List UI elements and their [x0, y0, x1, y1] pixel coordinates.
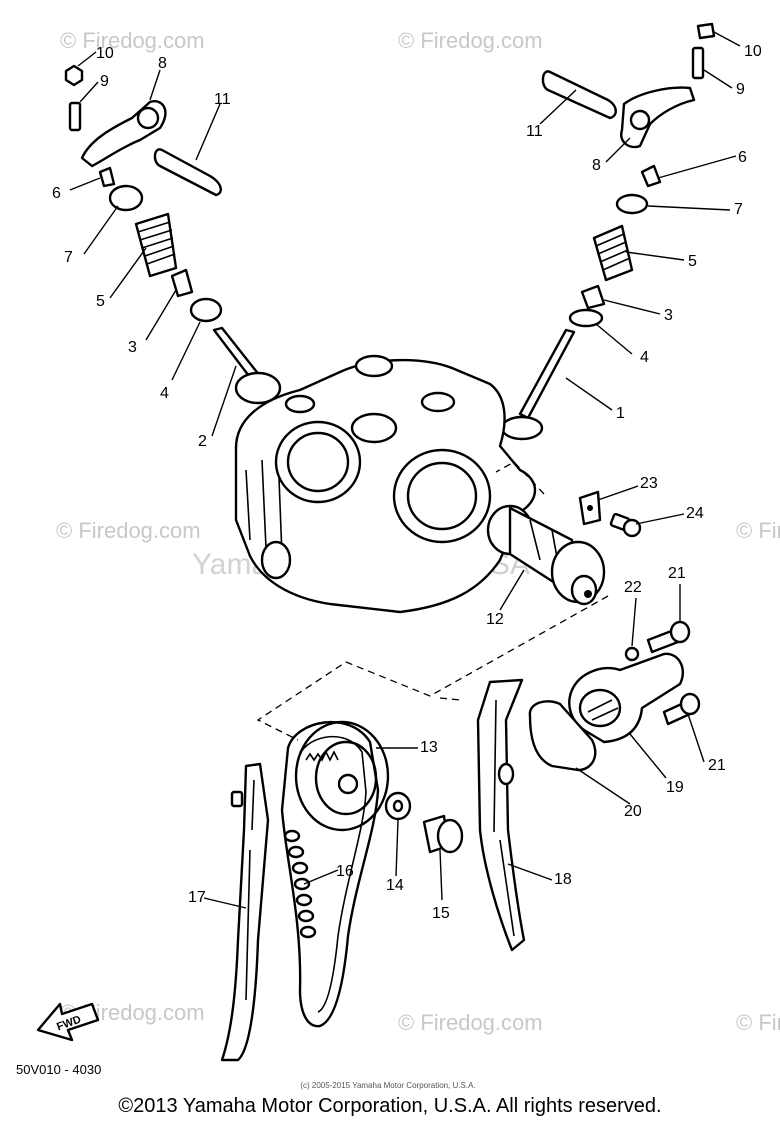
left-valve-train [64, 64, 282, 405]
valve-cotter-part [98, 166, 116, 188]
rocker-arm-bore [629, 109, 651, 131]
valve-cotter-part [640, 164, 662, 188]
callout-4: 4 [640, 349, 649, 366]
fwd-arrow-icon: FWD [36, 1002, 100, 1042]
callout-19: 19 [666, 779, 684, 796]
callout-11: 11 [526, 123, 543, 140]
cam-bolt-hole [584, 590, 592, 598]
callout-24: 24 [686, 505, 704, 522]
callout-3: 3 [664, 307, 673, 324]
stud-boss [284, 394, 316, 414]
plate-hole [587, 505, 593, 511]
callout-10: 10 [96, 45, 114, 62]
plug-hole [350, 412, 398, 444]
intake-valve-head [234, 371, 282, 405]
callout-3: 3 [128, 339, 137, 356]
chain-guide-exhaust-part [476, 678, 526, 952]
leader-lines [69, 31, 741, 909]
callout-7: 7 [64, 249, 73, 266]
spring-retainer-part [615, 193, 649, 215]
watermark-text: © Firedog.com [736, 518, 780, 543]
valve-stem-seal-part [170, 268, 194, 298]
bolt-part [662, 692, 701, 726]
stud-boss [420, 391, 456, 413]
callout-21: 21 [708, 757, 726, 774]
callout-21: 21 [668, 565, 686, 582]
valve-spring-part [592, 224, 634, 282]
rocker-shaft-part [153, 148, 222, 197]
stud-boss [354, 354, 394, 378]
callout-5: 5 [688, 253, 697, 270]
bolt-part [609, 512, 642, 538]
cam-chain-part [280, 720, 380, 1028]
callout-4: 4 [160, 385, 169, 402]
callout-13: 13 [420, 739, 438, 756]
valve-stem-seal-part [580, 284, 606, 310]
phantom-lines [256, 461, 609, 741]
callout-11: 11 [214, 91, 231, 108]
sprocket-bolt-part [422, 814, 464, 854]
callout-16: 16 [336, 863, 354, 880]
locknut-part [64, 64, 84, 87]
diagram-reference-code: 50V010 - 4030 [16, 1062, 101, 1077]
callout-7: 7 [734, 201, 743, 218]
callout-8: 8 [592, 157, 601, 174]
spring-seat-part [189, 297, 223, 323]
callout-14: 14 [386, 877, 404, 894]
exhaust-valve-head [500, 415, 544, 441]
callout-8: 8 [158, 55, 167, 72]
cylinder-head-part [234, 354, 537, 614]
rocker-arm-bore [136, 106, 160, 130]
callout-15: 15 [432, 905, 450, 922]
callout-10: 10 [744, 43, 762, 60]
callout-18: 18 [554, 871, 572, 888]
lower-boss [260, 540, 292, 580]
spring-seat-part [568, 308, 604, 328]
callout-labels: 10 9 8 11 6 7 5 3 4 2 10 9 11 8 6 7 5 3 … [52, 43, 762, 922]
callout-2: 2 [198, 433, 207, 450]
callout-20: 20 [624, 803, 642, 820]
callout-9: 9 [736, 81, 745, 98]
callout-6: 6 [52, 185, 61, 202]
adjuster-screw-part [691, 46, 705, 80]
watermark-text: © Firedog.com [56, 518, 201, 543]
callout-6: 6 [738, 149, 747, 166]
spring-retainer-part [108, 184, 144, 212]
callout-1: 1 [616, 405, 625, 422]
locknut-part [696, 22, 716, 40]
watermark-text: © Firedog.com [736, 1010, 780, 1035]
right-valve-train [500, 22, 716, 441]
rocker-shaft-part [541, 70, 617, 120]
chain-guide-intake-part [220, 762, 270, 1062]
callout-9: 9 [100, 73, 109, 90]
callout-22: 22 [624, 579, 642, 596]
washer-part [624, 646, 640, 662]
tensioner-gasket-part [528, 700, 597, 772]
watermark-text: © Firedog.com [60, 28, 205, 53]
watermark-text: © Firedog.com [398, 1010, 543, 1035]
adjuster-screw-part [68, 101, 82, 132]
exhaust-valve-stem [518, 328, 576, 420]
chain-links [283, 829, 317, 939]
watermark-text: © Firedog.com [398, 28, 543, 53]
callout-12: 12 [486, 611, 504, 628]
bolt-part [646, 620, 691, 654]
small-copyright: (c) 2005-2015 Yamaha Motor Corporation, … [300, 1081, 475, 1090]
cam-chain-tensioner-part [568, 652, 685, 744]
callout-5: 5 [96, 293, 105, 310]
valve-spring-part [134, 212, 178, 278]
callout-17: 17 [188, 889, 206, 906]
camshaft-part [486, 504, 606, 606]
footer-copyright: ©2013 Yamaha Motor Corporation, U.S.A. A… [118, 1095, 662, 1117]
callout-23: 23 [640, 475, 658, 492]
